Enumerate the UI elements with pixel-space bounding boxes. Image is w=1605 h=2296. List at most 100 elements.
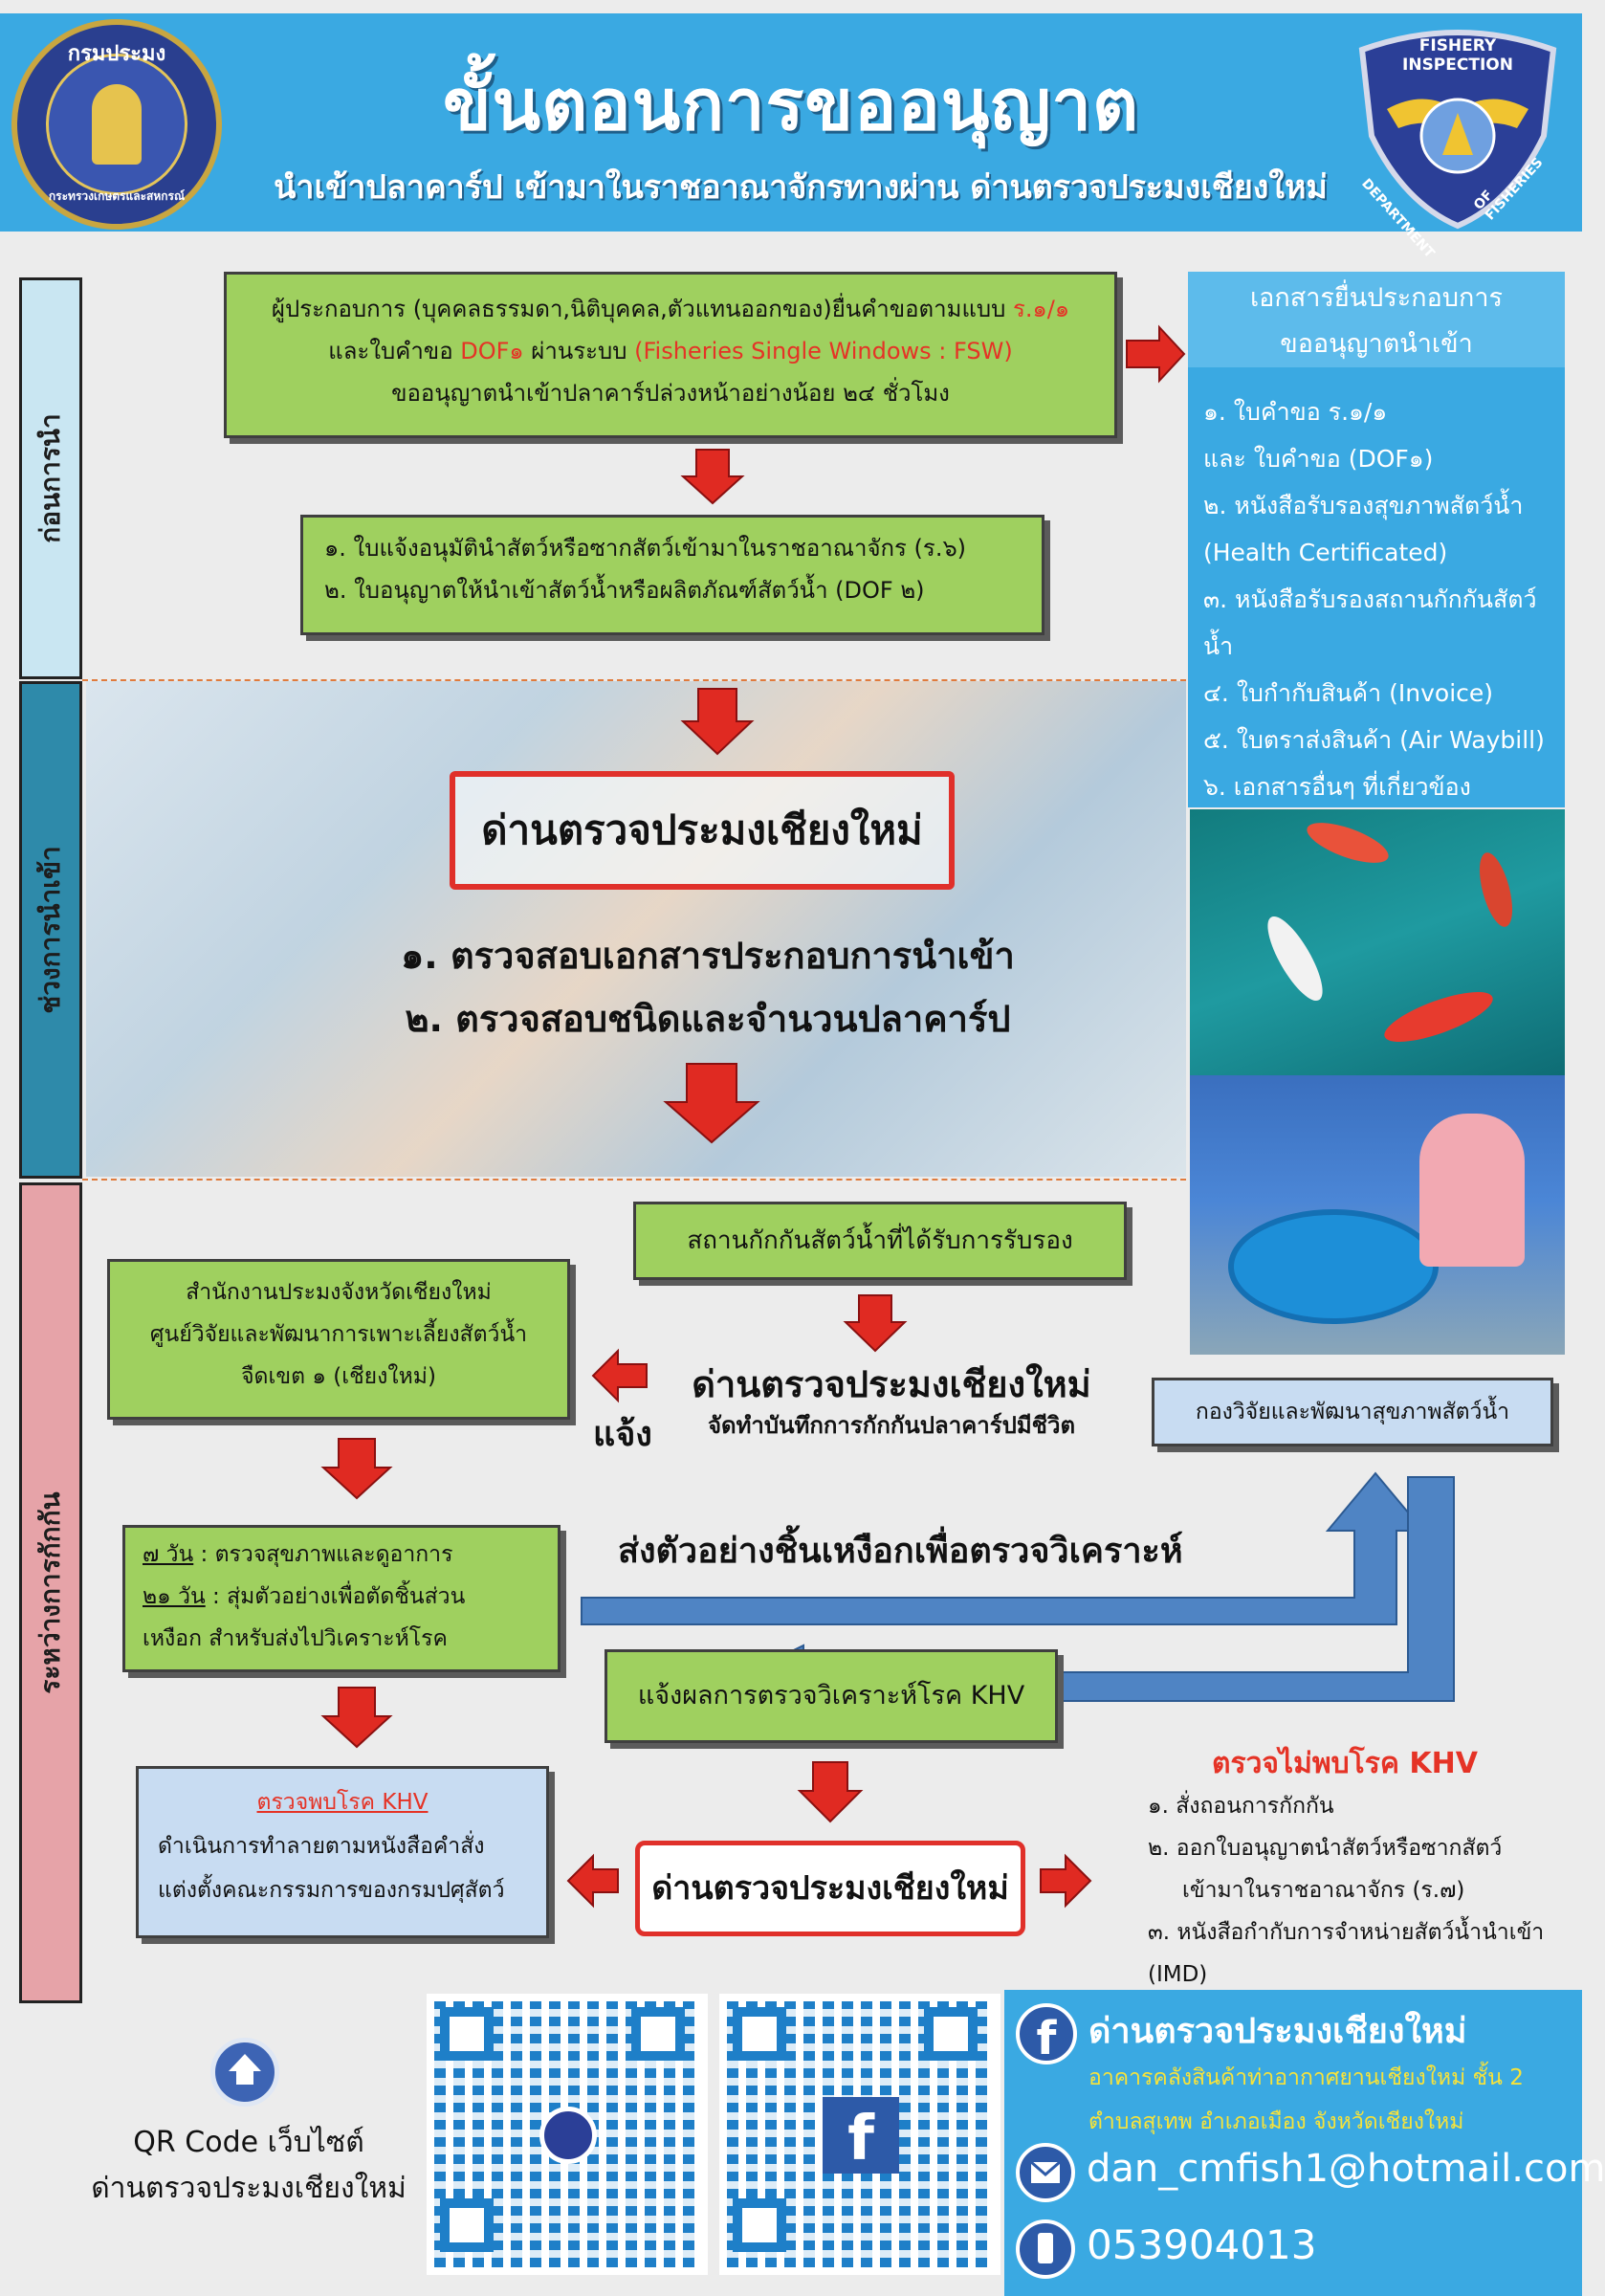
facebook-icon[interactable]: f <box>1016 2003 1077 2065</box>
stage-during-import: ช่วงการนำเข้า <box>19 681 82 1179</box>
khv-not-found-title: ตรวจไม่พบโรค KHV <box>1211 1747 1478 1780</box>
website-qr-code[interactable] <box>427 1994 708 2275</box>
arrow-down-icon <box>663 1063 760 1144</box>
badge-top-text: FISHERY INSPECTION <box>1402 36 1513 75</box>
stage-before-import: ก่อนการนำ <box>19 277 82 679</box>
fishery-inspection-badge: FISHERY INSPECTION DEPARTMENT OF FISHERI… <box>1349 21 1567 261</box>
approval-line-1: ๑. ใบแจ้งอนุมัตินำสัตว์หรือซากสัตว์เข้าม… <box>324 535 967 562</box>
application-line-1: ผู้ประกอบการ (บุคคลธรรมดา,นิติบุคคล,ตัวแ… <box>271 296 1070 322</box>
koi-fish-icon <box>1302 814 1394 872</box>
facebook-icon: f <box>823 2097 899 2175</box>
checkpoint-record-subtitle: จัดทำบันทึกการกักกันปลาคาร์ปมีชีวิต <box>707 1412 1076 1439</box>
arrow-down-icon <box>320 1438 393 1500</box>
home-icon[interactable] <box>210 2038 279 2107</box>
khv-result-box: แจ้งผลการตรวจวิเคราะห์โรค KHV <box>605 1649 1058 1743</box>
emblem-icon <box>92 84 142 165</box>
address-line-1: อาคารคลังสินค้าท่าอากาศยานเชียงใหม่ ชั้น… <box>1088 2065 1524 2090</box>
arrow-down-icon <box>320 1687 393 1749</box>
day7-line: ๗ วัน : ตรวจสุขภาพและดูอาการ <box>143 1542 453 1567</box>
address-line-2: ตำบลสุเทพ อำเภอเมือง จังหวัดเชียงใหม่ <box>1088 2109 1464 2134</box>
not-found-item: (IMD) <box>1148 1962 1208 1987</box>
facebook-qr-code[interactable]: f <box>719 1994 1000 2275</box>
logo-text: กรมประมง <box>67 42 166 66</box>
quarantine-station-box: สถานกักกันสัตว์น้ำที่ได้รับการรับรอง <box>633 1202 1127 1280</box>
check-species-count: ๒. ตรวจสอบชนิดและจำนวนปลาคาร์ป <box>405 998 1011 1040</box>
mobile-phone-icon <box>1038 2233 1053 2263</box>
email-icon <box>1016 2143 1075 2202</box>
facebook-page-name[interactable]: ด่านตรวจประมงเชียงใหม่ <box>1088 2012 1467 2051</box>
inspector-figure <box>1419 1114 1525 1267</box>
koi-fish-icon <box>1473 849 1519 931</box>
documents-list: ๑. ใบคำขอ ร.๑/๑ และ ใบคำขอ (DOF๑) ๒. หนั… <box>1203 388 1561 810</box>
qr-finder <box>733 2198 786 2252</box>
check-documents: ๑. ตรวจสอบเอกสารประกอบการนำเข้า <box>401 935 1015 977</box>
send-sample-label: ส่งตัวอย่างชิ้นเหงือกเพื่อตรวจวิเคราะห์ <box>618 1532 1183 1571</box>
home-arrow-icon <box>229 2054 261 2085</box>
khv-not-found-list: ๑. สั่งถอนการกักกัน ๒. ออกใบอนุญาตนำสัตว… <box>1148 1785 1578 1996</box>
qr-label-1: QR Code เว็บไซต์ <box>133 2126 364 2159</box>
stage-divider <box>82 679 1186 681</box>
application-line-2: และใบคำขอ DOF๑ ผ่านระบบ (Fisheries Singl… <box>328 338 1013 364</box>
document-item: ๒. หนังสือรับรองสุขภาพสัตว์น้ำ <box>1203 492 1524 519</box>
not-found-item: ๓. หนังสือกำกับการจำหน่ายสัตว์น้ำนำเข้า <box>1148 1920 1545 1945</box>
email-address[interactable]: dan_cmfish1@hotmail.com <box>1087 2147 1605 2191</box>
qr-finder <box>440 2198 494 2252</box>
arrow-down-icon <box>680 688 755 756</box>
qr-label-2: ด่านตรวจประมงเชียงใหม่ <box>91 2172 407 2205</box>
arrow-right-icon <box>1126 324 1186 384</box>
approval-documents-box: ๑. ใบแจ้งอนุมัตินำสัตว์หรือซากสัตว์เข้าม… <box>300 515 1044 635</box>
fish-basin-icon <box>1228 1209 1439 1324</box>
not-found-item: เข้ามาในราชอาณาจักร (ร.๗) <box>1182 1878 1465 1903</box>
document-item: ๑. ใบคำขอ ร.๑/๑ <box>1203 398 1388 426</box>
required-documents-panel: เอกสารยื่นประกอบการ ขออนุญาตนำเข้า ๑. ใบ… <box>1188 272 1565 807</box>
document-item: ๕. ใบตราส่งสินค้า (Air Waybill) <box>1203 726 1545 754</box>
koi-pond-photo <box>1190 809 1565 1075</box>
envelope-icon <box>1030 2160 1061 2183</box>
documents-header: เอกสารยื่นประกอบการ ขออนุญาตนำเข้า <box>1188 272 1565 367</box>
notify-label: แจ้ง <box>593 1415 652 1454</box>
checkpoint-record-title: ด่านตรวจประมงเชียงใหม่ <box>692 1363 1091 1405</box>
department-logo: กรมประมง กระทรวงเกษตรและสหกรณ์ <box>11 19 222 230</box>
khv-found-box: ตรวจพบโรค KHV ดำเนินการทำลายตามหนังสือคำ… <box>136 1766 549 1938</box>
stage-label: ระหว่างการกักกัน <box>34 1491 66 1694</box>
aquatic-health-research-box: กองวิจัยและพัฒนาสุขภาพสัตว์น้ำ <box>1152 1378 1553 1446</box>
document-item: ๓. หนังสือรับรองสถานกักกันสัตว์น้ำ <box>1203 585 1537 660</box>
document-item: ๔. ใบกำกับสินค้า (Invoice) <box>1203 679 1494 707</box>
page-subtitle: นำเข้าปลาคาร์ป เข้ามาในราชอาณาจักรทางผ่า… <box>274 168 1328 207</box>
arrow-left-icon <box>566 1853 619 1909</box>
qr-center-logo-icon <box>539 2107 597 2164</box>
arrow-down-icon <box>843 1294 908 1353</box>
day21-line: ๒๑ วัน : สุ่มตัวอย่างเพื่อตัดชิ้นส่วน <box>143 1584 466 1609</box>
koi-background-photo <box>86 681 1186 1177</box>
arrow-down-icon <box>680 449 745 505</box>
stage-quarantine: ระหว่างการกักกัน <box>19 1182 82 2003</box>
page-title: ขั้นตอนการขออนุญาต <box>442 64 1140 146</box>
qr-finder <box>631 2007 685 2061</box>
checkpoint-title-box: ด่านตรวจประมงเชียงใหม่ <box>450 771 955 890</box>
arrow-down-icon <box>797 1761 864 1823</box>
arrow-left-icon <box>591 1348 648 1403</box>
header-banner <box>0 13 1582 232</box>
stage-label: ช่วงการนำเข้า <box>34 846 66 1014</box>
document-item: และ ใบคำขอ (DOF๑) <box>1203 445 1434 473</box>
inspection-photo <box>1190 1075 1565 1355</box>
qr-finder <box>440 2007 494 2061</box>
khv-found-title: ตรวจพบโรค KHV <box>256 1790 429 1815</box>
application-line-3: ขออนุญาตนำเข้าปลาคาร์ปล่วงหน้าอย่างน้อย … <box>391 380 950 407</box>
qr-finder <box>924 2007 978 2061</box>
qr-finder <box>733 2007 786 2061</box>
provincial-office-box: สำนักงานประมงจังหวัดเชียงใหม่ ศูนย์วิจัย… <box>107 1259 570 1420</box>
not-found-item: ๒. ออกใบอนุญาตนำสัตว์หรือซากสัตว์ <box>1148 1836 1503 1861</box>
not-found-item: ๑. สั่งถอนการกักกัน <box>1148 1794 1334 1819</box>
approval-line-2: ๒. ใบอนุญาตให้นำเข้าสัตว์น้ำหรือผลิตภัณฑ… <box>324 577 925 604</box>
day21-line-2: เหงือก สำหรับส่งไปวิเคราะห์โรค <box>143 1626 448 1651</box>
final-checkpoint-box: ด่านตรวจประมงเชียงใหม่ <box>635 1841 1025 1936</box>
logo-bottom-text: กระทรวงเกษตรและสหกรณ์ <box>48 189 186 203</box>
stage-label: ก่อนการนำ <box>34 413 66 543</box>
application-submission-box: ผู้ประกอบการ (บุคคลธรรมดา,นิติบุคคล,ตัวแ… <box>224 272 1117 438</box>
contact-panel <box>1004 1990 1582 2296</box>
phone-icon <box>1016 2219 1075 2279</box>
arrow-right-icon <box>1040 1853 1092 1909</box>
badge-shield-icon <box>1358 30 1557 230</box>
phone-number[interactable]: 053904013 <box>1087 2221 1317 2268</box>
